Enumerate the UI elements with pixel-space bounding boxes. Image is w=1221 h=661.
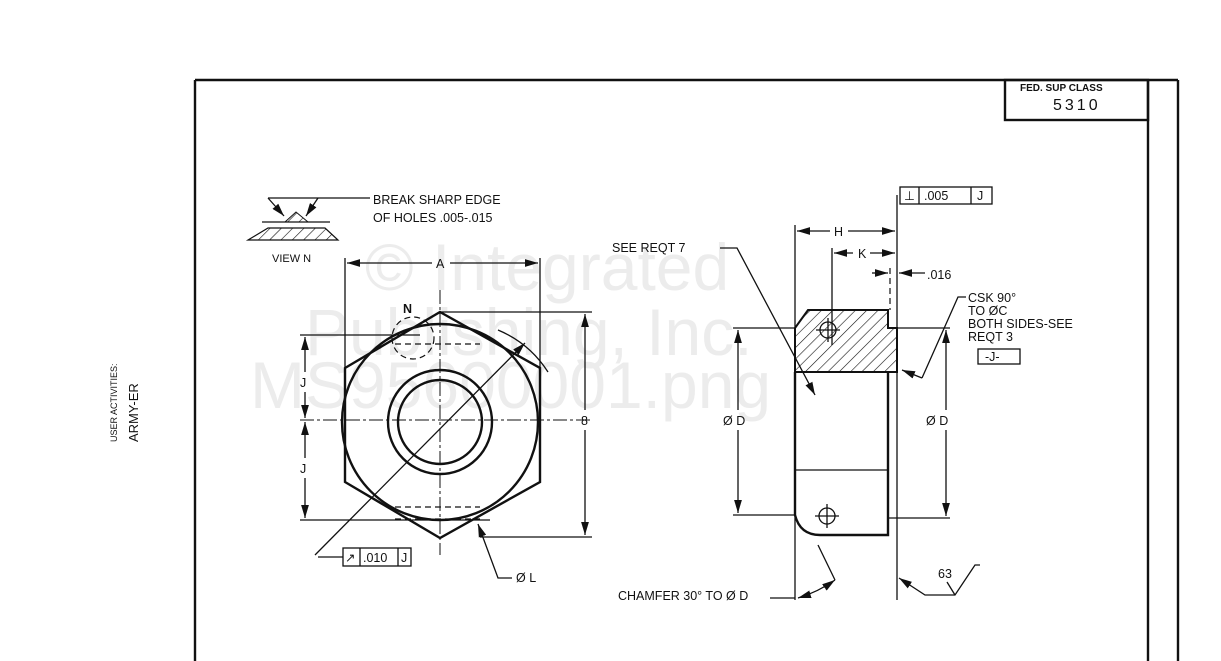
user-activities-label: USER ACTIVITIES: — [109, 363, 119, 442]
dia-d-right-label: Ø D — [926, 414, 948, 428]
dim-j-lower-label: J — [300, 462, 306, 476]
datum-j-box: -J- — [985, 350, 1000, 364]
side-view: H K .016 ⊥ .005 J SEE REQT 7 CSK 90° TO … — [612, 186, 1073, 603]
dia-d-left-label: Ø D — [723, 414, 745, 428]
view-n-detail: BREAK SHARP EDGE OF HOLES .005-.015 VIEW… — [245, 193, 501, 265]
see-reqt-7-note: SEE REQT 7 — [612, 241, 685, 255]
dia-l-label: Ø L — [516, 571, 536, 585]
fed-sup-class-value: 5310 — [1053, 97, 1101, 114]
perp-tolerance: .005 — [924, 189, 948, 203]
dim-j-upper-label: J — [300, 376, 306, 390]
fed-sup-class-label: FED. SUP CLASS — [1020, 83, 1103, 94]
watermark-line-3: MS95600001.png — [250, 348, 771, 422]
chamfer-note: CHAMFER 30° TO Ø D — [618, 589, 748, 603]
dim-h-label: H — [834, 225, 843, 239]
csk-note-4: REQT 3 — [968, 330, 1013, 344]
dim-8-label: 8 — [581, 414, 588, 428]
watermark-line-1: © Integrated — [365, 230, 729, 304]
surface-finish-63: 63 — [938, 567, 952, 581]
dim-016-label: .016 — [927, 268, 951, 282]
dim-a-label: A — [436, 257, 445, 271]
runout-tolerance: .010 — [363, 551, 387, 565]
user-activities: USER ACTIVITIES: ARMY-ER — [109, 363, 141, 442]
break-edge-note-1: BREAK SHARP EDGE — [373, 193, 501, 207]
csk-note-1: CSK 90° — [968, 291, 1016, 305]
user-activities-value: ARMY-ER — [126, 383, 141, 442]
watermark: © Integrated Publishing, Inc. MS95600001… — [250, 230, 771, 422]
runout-datum: J — [401, 551, 407, 565]
csk-note-2: TO ØC — [968, 304, 1007, 318]
break-edge-note-2: OF HOLES .005-.015 — [373, 211, 493, 225]
view-n-title: VIEW N — [272, 253, 311, 265]
front-view: A 8 J J N ↗ .010 J Ø L — [300, 257, 592, 585]
watermark-line-2: Publishing, Inc. — [305, 295, 753, 369]
view-n-marker: N — [403, 302, 412, 316]
fed-sup-class-block: FED. SUP CLASS 5310 — [1003, 78, 1150, 122]
dim-k-label: K — [858, 247, 867, 261]
csk-note-3: BOTH SIDES-SEE — [968, 317, 1073, 331]
runout-symbol: ↗ — [345, 551, 355, 565]
perp-datum: J — [977, 189, 983, 203]
perp-symbol: ⊥ — [904, 189, 915, 203]
